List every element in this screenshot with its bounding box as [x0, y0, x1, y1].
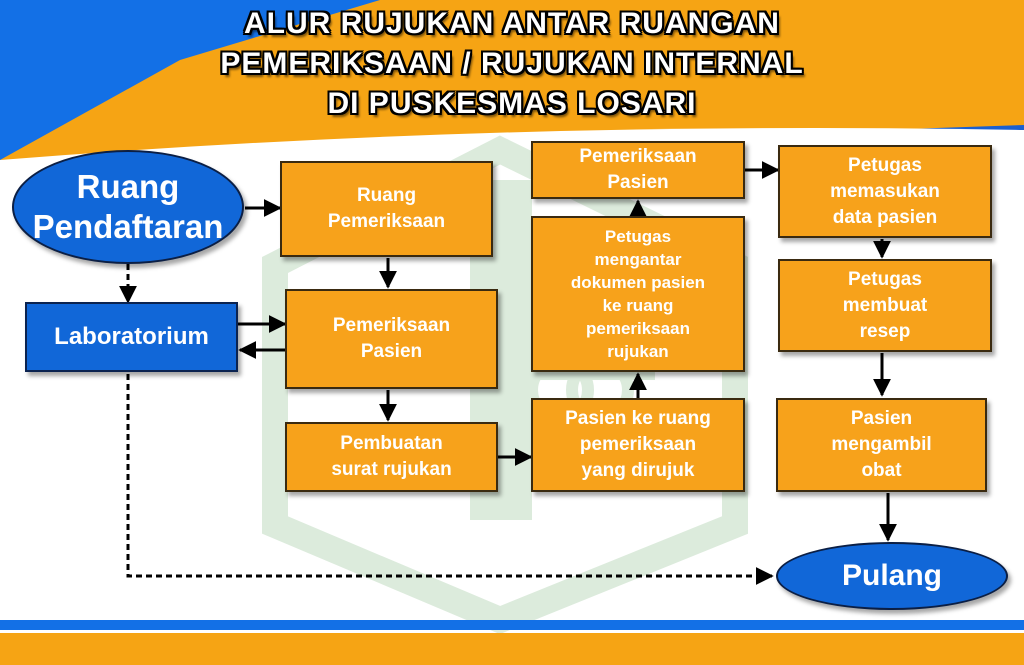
- node-pasien-mengambil-label: Pasien mengambil obat: [831, 408, 932, 481]
- node-pasien-mengambil: Pasien mengambil obat: [776, 398, 987, 492]
- node-pemeriksaan-pasien-2: Pemeriksaan Pasien: [531, 141, 745, 199]
- title-line-1: ALUR RUJUKAN ANTAR RUANGAN: [244, 7, 780, 40]
- footer-orange-band: [0, 633, 1024, 665]
- node-pemeriksaan-pasien-1: Pemeriksaan Pasien: [285, 289, 498, 389]
- node-ruang-pemeriksaan: Ruang Pemeriksaan: [280, 161, 493, 257]
- node-pemeriksaan-pasien-1-label: Pemeriksaan Pasien: [332, 315, 451, 362]
- node-pasien-ke-ruang: Pasien ke ruang pemeriksaan yang dirujuk: [531, 398, 745, 492]
- connectors: [119, 161, 897, 585]
- node-pulang: Pulang: [776, 542, 1008, 610]
- node-ruang-pendaftaran-label: Ruang Pendaftaran: [32, 168, 224, 245]
- node-petugas-membuat: Petugas membuat resep: [778, 259, 992, 352]
- node-pembuatan-surat-rujukan-label: Pembuatan surat rujukan: [331, 433, 452, 480]
- title-line-2: PEMERIKSAAN / RUJUKAN INTERNAL: [220, 47, 804, 80]
- node-petugas-mengantar: Petugas mengantar dokumen pasien ke ruan…: [531, 216, 745, 372]
- node-petugas-mengantar-label: Petugas mengantar dokumen pasien ke ruan…: [570, 227, 706, 361]
- node-laboratorium-label: Laboratorium: [54, 323, 209, 350]
- node-petugas-membuat-label: Petugas membuat resep: [842, 268, 928, 342]
- node-petugas-memasukan-label: Petugas memasukan data pasien: [830, 154, 940, 228]
- header-blue-wedge: [0, 0, 380, 160]
- node-petugas-memasukan: Petugas memasukan data pasien: [778, 145, 992, 238]
- arrow-lab-to-pulang: [126, 374, 774, 585]
- node-pasien-ke-ruang-label: Pasien ke ruang pemeriksaan yang dirujuk: [565, 408, 711, 481]
- node-ruang-pendaftaran: Ruang Pendaftaran: [12, 150, 244, 264]
- footer-blue-stripe: [0, 620, 1024, 630]
- node-pembuatan-surat-rujukan: Pembuatan surat rujukan: [285, 422, 498, 492]
- node-laboratorium: Laboratorium: [25, 302, 238, 372]
- node-pulang-label: Pulang: [841, 559, 942, 592]
- node-pemeriksaan-pasien-2-label: Pemeriksaan Pasien: [579, 146, 697, 193]
- node-ruang-pemeriksaan-label: Ruang Pemeriksaan: [327, 185, 446, 232]
- title-line-3: DI PUSKESMAS LOSARI: [327, 87, 697, 120]
